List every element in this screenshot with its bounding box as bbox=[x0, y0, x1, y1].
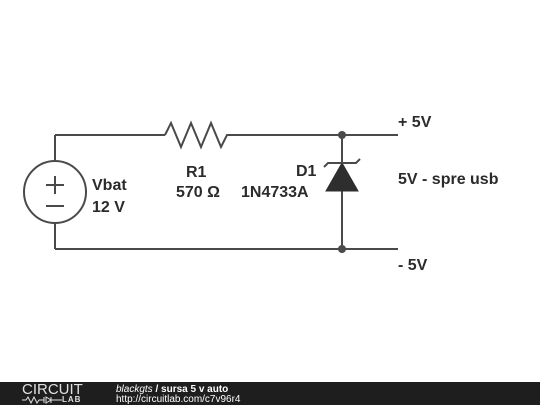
voltage-source bbox=[23, 160, 87, 224]
diode-part-label: 1N4733A bbox=[241, 184, 309, 201]
bottom-net-label: - 5V bbox=[398, 257, 428, 274]
junction-bottom bbox=[338, 245, 346, 253]
top-net-label: + 5V bbox=[398, 114, 432, 131]
logo-mark-icon bbox=[22, 396, 62, 404]
source-name-label: Vbat bbox=[92, 177, 127, 194]
resistor-symbol bbox=[164, 120, 233, 150]
diode-name-label: D1 bbox=[296, 163, 317, 180]
zener-diode-symbol bbox=[323, 158, 361, 192]
footer-bar: CIRCUIT LAB blackgts / sursa 5 v auto ht… bbox=[0, 382, 540, 405]
footer-author-line: blackgts / sursa 5 v auto bbox=[116, 384, 228, 395]
junction-top bbox=[338, 131, 346, 139]
logo-circuit-text: CIRCUIT bbox=[22, 381, 83, 398]
source-value-label: 12 V bbox=[92, 199, 125, 216]
resistor-value-label: 570 Ω bbox=[176, 184, 220, 201]
resistor-name-label: R1 bbox=[186, 164, 207, 181]
author-separator: / bbox=[152, 384, 162, 395]
circuit-title[interactable]: sursa 5 v auto bbox=[161, 384, 229, 395]
circuit-url-link[interactable]: http://circuitlab.com/c7v96r4 bbox=[116, 394, 241, 405]
circuit-schematic: Vbat 12 V R1 570 Ω D1 1N4733A + 5V 5V - … bbox=[23, 114, 499, 274]
author-name[interactable]: blackgts bbox=[116, 384, 153, 395]
output-label: 5V - spre usb bbox=[398, 171, 499, 188]
logo-lab-text: LAB bbox=[62, 395, 82, 404]
